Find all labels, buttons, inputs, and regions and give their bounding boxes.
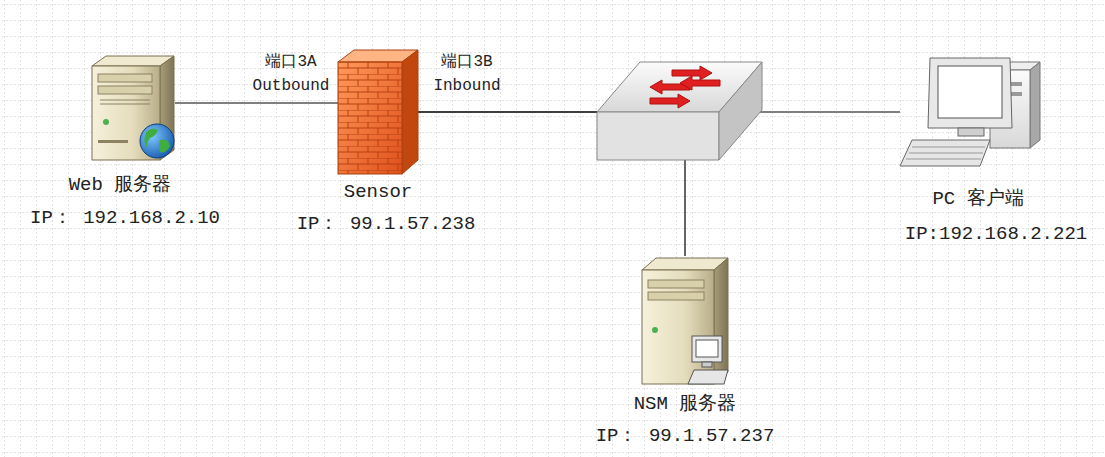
icon-part bbox=[650, 66, 720, 108]
icon-part bbox=[402, 50, 418, 174]
icon-part bbox=[98, 74, 152, 82]
ip-address: IP： 192.168.2.10 bbox=[30, 207, 220, 229]
icon-part bbox=[159, 140, 170, 153]
device-name: NSM 服务器 bbox=[634, 393, 737, 415]
device-name: Web 服务器 bbox=[69, 174, 172, 196]
icon-part bbox=[938, 66, 1002, 118]
icon-part bbox=[597, 112, 719, 160]
icon-part bbox=[1030, 62, 1040, 148]
icon-part bbox=[642, 270, 714, 384]
icon-part bbox=[144, 128, 158, 148]
icon-part bbox=[688, 370, 728, 384]
icon-part bbox=[98, 140, 128, 143]
icon-part bbox=[103, 119, 109, 125]
port-label: 端口3A Outbound bbox=[243, 50, 339, 98]
icon-part bbox=[900, 140, 990, 166]
device-node: NSM 服务器IP： 99.1.57.237 bbox=[640, 256, 730, 386]
icon-part bbox=[100, 104, 150, 105]
icon-part bbox=[100, 100, 150, 101]
web-server-icon bbox=[92, 56, 174, 160]
device-name: PC 客户端 bbox=[932, 188, 1023, 210]
icon-part bbox=[719, 62, 762, 160]
device-node: PC 客户端IP:192.168.2.221 bbox=[900, 56, 1040, 167]
icon-part bbox=[696, 340, 718, 357]
icon-part bbox=[650, 94, 690, 108]
icon-part bbox=[140, 124, 174, 158]
ip-address: IP： 99.1.57.238 bbox=[297, 213, 476, 235]
icon-part bbox=[958, 128, 984, 136]
icon-part bbox=[338, 62, 402, 174]
icon-part bbox=[648, 280, 704, 288]
pc-client-icon bbox=[900, 58, 1040, 166]
icon-part bbox=[714, 258, 728, 384]
firewall-icon bbox=[338, 50, 418, 174]
icon-part bbox=[338, 62, 402, 174]
port-label: 端口3B Inbound bbox=[419, 50, 515, 98]
icon-part bbox=[652, 327, 658, 333]
network-link bbox=[175, 102, 338, 103]
icon-part bbox=[909, 153, 983, 154]
icon-part bbox=[702, 362, 712, 367]
nsm-server-icon bbox=[642, 258, 728, 384]
ip-address: IP:192.168.2.221 bbox=[905, 223, 1087, 245]
icon-part bbox=[906, 147, 985, 159]
icon-part bbox=[642, 258, 728, 270]
icon-part bbox=[692, 336, 722, 362]
ip-address: IP： 99.1.57.237 bbox=[596, 425, 775, 447]
icon-part bbox=[648, 292, 704, 300]
icon-part bbox=[906, 159, 981, 160]
icon-part bbox=[98, 86, 152, 94]
icon-part bbox=[680, 76, 720, 90]
icon-part bbox=[912, 147, 985, 148]
icon-part bbox=[928, 58, 1012, 128]
device-node: Web 服务器IP： 192.168.2.10 bbox=[88, 55, 175, 161]
switch-icon bbox=[597, 62, 762, 160]
device-node: SensorIP： 99.1.57.238 bbox=[338, 50, 418, 175]
device-name: Sensor bbox=[344, 181, 412, 203]
